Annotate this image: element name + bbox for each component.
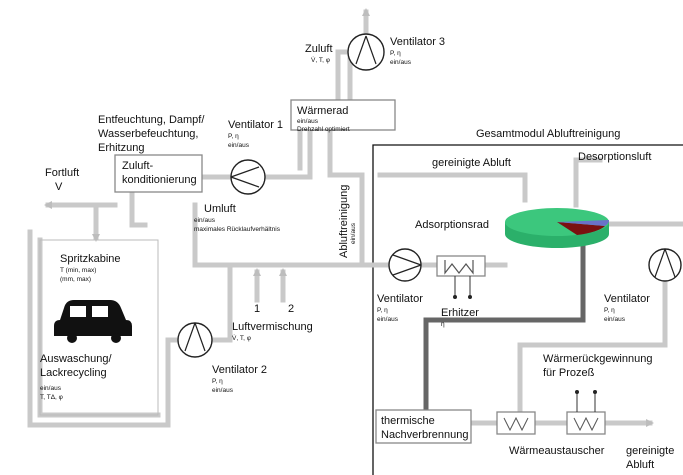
auswaschung-line2: Lackrecycling — [40, 367, 107, 379]
zuluftkond-line2: konditionierung — [122, 174, 197, 186]
waermetauscher-coil-1 — [503, 416, 529, 432]
umluft-sub1: ein/aus — [194, 217, 216, 224]
wrg-node-2 — [593, 390, 597, 394]
gereinigte-abluft-bottom-line2: Abluft — [626, 459, 654, 471]
module-frame — [372, 144, 683, 475]
ventilator1-label: Ventilator 1 — [228, 119, 283, 131]
waermetauscher-box-2 — [566, 411, 606, 435]
thermische-line1: thermische — [381, 415, 435, 427]
erhitzer-node-2 — [468, 295, 472, 299]
gereinigte-abluft-top: gereinigte Abluft — [432, 157, 511, 169]
ventilator-right-sub2: ein/aus — [604, 316, 626, 323]
umluft-sub2: maximales Rücklaufverhältnis — [194, 226, 281, 233]
zuluftkond-line1: Zuluft- — [122, 160, 154, 172]
ventilator-left-label: Ventilator — [377, 293, 423, 305]
cabin-inner — [39, 239, 159, 416]
waermetauscher-label: Wärmeaustauscher — [509, 445, 605, 457]
auswaschung-sub2: T, TΔ, φ — [40, 394, 63, 401]
entfeuchtung-line2: Wasserbefeuchtung, — [98, 128, 198, 140]
ventilator2-icon — [177, 322, 213, 358]
waermerueck-line1: Wärmerückgewinnung — [543, 353, 652, 365]
waermetauscher-box-1 — [496, 411, 536, 435]
auswaschung-sub1: ein/aus — [40, 385, 62, 392]
abluftreinigung-label: Abluftreinigung — [338, 185, 350, 258]
thermische-box — [375, 409, 472, 444]
waermerueck-line2: für Prozeß — [543, 367, 595, 379]
ventilator-right-icon — [648, 248, 682, 282]
ventilator-left-icon — [388, 248, 422, 282]
spritzkabine-sub2: (mm, max) — [60, 276, 91, 283]
ventilator-left-sub1: P, η — [377, 307, 388, 314]
adsorption-wheel-icon — [505, 208, 610, 248]
waermerad-box — [290, 99, 396, 131]
erhitzer-label: Erhitzer — [441, 307, 479, 319]
ventilator2-sub1: P, η — [212, 378, 223, 385]
ventilator3-icon — [347, 33, 385, 71]
auswaschung-line1: Auswaschung/ — [40, 353, 112, 365]
entfeuchtung-line1: Entfeuchtung, Dampf/ — [98, 114, 205, 126]
erhitzer-coil — [444, 260, 474, 275]
luftvermischung-sub: V̇, T, φ — [232, 334, 251, 342]
adsorptionsrad-label: Adsorptionsrad — [415, 219, 489, 231]
car-icon — [54, 300, 132, 343]
zuluft-sub: V̇, T, φ — [311, 56, 330, 64]
waermetauscher-coil-2 — [573, 416, 599, 432]
fortluft-line2: V — [55, 181, 63, 193]
ventilator3-sub2: ein/aus — [390, 59, 412, 66]
waermerad-sub2: Drehzahl optimiert — [297, 126, 350, 133]
waermerad-label: Wärmerad — [297, 105, 348, 117]
spritzkabine-sub1: T (min, max) — [60, 267, 96, 274]
ventilator1-sub1: P, η — [228, 133, 239, 140]
mix-label-1: 1 — [254, 303, 260, 315]
zuluftkond-box — [114, 154, 203, 193]
spritzkabine-label: Spritzkabine — [60, 253, 121, 265]
desorptionsluft-label: Desorptionsluft — [578, 151, 651, 163]
luftvermischung-label: Luftvermischung — [232, 321, 313, 333]
erhitzer-node-1 — [453, 295, 457, 299]
entfeuchtung-line3: Erhitzung — [98, 142, 144, 154]
module-title: Gesamtmodul Abluftreinigung — [476, 128, 620, 140]
ventilator3-sub1: P, η — [390, 50, 401, 57]
waermerad-sub1: ein/aus — [297, 118, 319, 125]
ventilator2-label: Ventilator 2 — [212, 364, 267, 376]
zuluft-label: Zuluft — [305, 43, 333, 55]
ventilator3-label: Ventilator 3 — [390, 36, 445, 48]
ventilator-right-sub1: P, η — [604, 307, 615, 314]
umluft-label: Umluft — [204, 203, 236, 215]
mix-label-2: 2 — [288, 303, 294, 315]
thermische-line2: Nachverbrennung — [381, 429, 468, 441]
ventilator1-icon — [230, 159, 266, 195]
fortluft-line1: Fortluft — [45, 167, 79, 179]
wrg-node-1 — [575, 390, 579, 394]
erhitzer-sub: η — [441, 321, 445, 328]
ventilator-left-sub2: ein/aus — [377, 316, 399, 323]
gereinigte-abluft-bottom-line1: gereinigte — [626, 445, 674, 457]
ventilator-right-label: Ventilator — [604, 293, 650, 305]
abluftreinigung-sub: ein/aus — [350, 222, 357, 244]
ventilator2-sub2: ein/aus — [212, 387, 234, 394]
ventilator1-sub2: ein/aus — [228, 142, 250, 149]
erhitzer-box — [436, 255, 486, 277]
